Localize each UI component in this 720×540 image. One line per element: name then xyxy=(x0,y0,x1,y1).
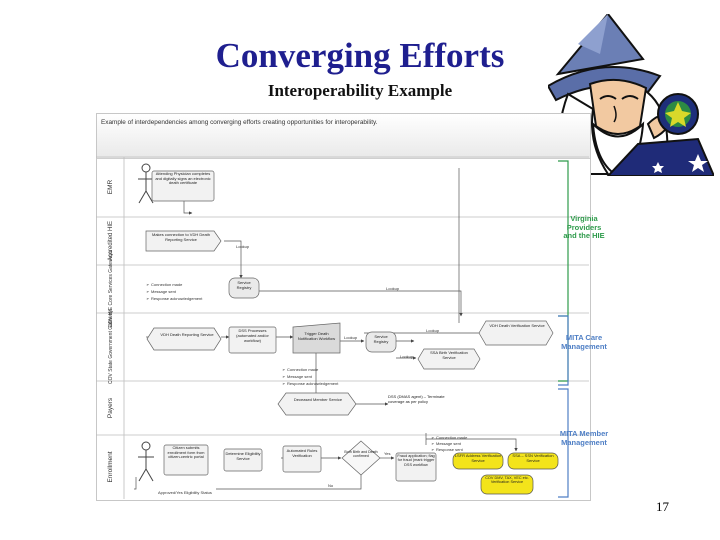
decision-both-confirmed: Both Birth and Death confirmed xyxy=(344,450,378,459)
diagram-heading: Example of interdependencies among conve… xyxy=(101,119,378,126)
fraud-box: Fraud application; flag for fraud (mark … xyxy=(397,454,435,467)
gov-bullet: Connection made xyxy=(287,367,319,372)
lane-label-emr: EMR xyxy=(107,179,114,194)
slide-title: Converging Efforts xyxy=(215,36,505,75)
edge-label-no: No xyxy=(328,483,334,488)
dmv-tax-box: COV DMV, TAX, VEC etc. Verification Serv… xyxy=(485,476,529,485)
edge-label-lookup: Lookup xyxy=(344,335,358,340)
svg-text:➢: ➢ xyxy=(282,381,286,386)
lane-label-payers: Payers xyxy=(107,397,114,418)
svg-text:➢: ➢ xyxy=(146,289,150,294)
edge-label-lookup: Lookup xyxy=(426,328,440,333)
svg-text:➢: ➢ xyxy=(146,282,150,287)
side-label-virginia-providers: Virginia Providers and the HIE xyxy=(563,214,605,240)
service-registry-box: Service Registry xyxy=(373,335,389,344)
svg-text:➢: ➢ xyxy=(146,296,150,301)
svg-text:➢: ➢ xyxy=(431,447,435,452)
physician-box: Attending Physician completes and digita… xyxy=(155,172,211,186)
edge-label-lookup: Lookup xyxy=(236,244,250,249)
core-bullet: Connection made xyxy=(151,282,183,287)
ssa-verification-box: SSA Birth Verification Service xyxy=(430,351,468,360)
trigger-box: Trigger Death Notification Workflow xyxy=(297,332,336,341)
lsfr-address-box: LSFR Address Verification Service xyxy=(454,454,502,463)
enroll-bullet: Response sent xyxy=(436,447,464,452)
vdh-verification-box: VDH Death Verification Service xyxy=(489,323,545,328)
svg-text:➢: ➢ xyxy=(282,374,286,379)
dss-note: DSS (DMAS agent) – Terminate coverage as… xyxy=(388,395,445,404)
lane-label-core: COV HIE Core Services Gateways xyxy=(108,250,114,327)
registry-box: Service Registry xyxy=(236,281,252,290)
gov-bullet: Message sent xyxy=(287,374,313,379)
connection-box: Makes connection to VDH Death Reporting … xyxy=(151,233,211,242)
svg-text:➢: ➢ xyxy=(431,435,435,440)
stick-figure-icon xyxy=(138,163,154,204)
diagram-header: Example of interdependencies among conve… xyxy=(97,114,590,159)
enroll-bullet: Message sent xyxy=(436,441,462,446)
lane-label-hie: Accredited HIE xyxy=(108,221,114,261)
lane-label-gov: COV State Government Gateway xyxy=(108,310,114,384)
edge-label-yes: Yes xyxy=(384,451,391,456)
edge-label-lookup: Lookup xyxy=(386,286,400,291)
slide-subtitle: Interoperability Example xyxy=(267,81,453,100)
edge-label-approved: Approved/Yes Eligibility Status xyxy=(158,490,212,495)
page-number: 17 xyxy=(656,499,669,514)
citizen-box: Citizen submits enrollment form from cit… xyxy=(167,446,205,460)
automated-rules-box: Automated Rules Verification xyxy=(286,449,318,458)
svg-text:➢: ➢ xyxy=(431,441,435,446)
edge-label-lookup: Lookup xyxy=(400,354,414,359)
side-label-mita-member: MITA Member Management xyxy=(559,429,609,447)
ssa-ssn-box: SSA – SSN Verification Service xyxy=(512,454,554,463)
svg-text:➢: ➢ xyxy=(282,367,286,372)
vdh-reporting-box: VDH Death Reporting Service xyxy=(160,332,214,337)
stick-figure-icon xyxy=(138,441,154,482)
eligibility-box: Determine Eligibility Service xyxy=(225,452,261,461)
side-label-mita-care: MITA Care Management xyxy=(561,333,607,351)
dss-processes-box: DSS Processes (automated and/or workflow… xyxy=(236,329,269,343)
gov-bullet: Response acknowledgement xyxy=(287,381,339,386)
interoperability-diagram: EMR Accredited HIE COV HIE Core Services… xyxy=(96,156,589,499)
deceased-member-box: Deceased Member Service xyxy=(293,397,343,402)
lane-label-enrollment: Enrollment xyxy=(107,451,114,482)
core-bullet: Message sent xyxy=(151,289,177,294)
enroll-bullet: Connection made xyxy=(436,435,468,440)
core-bullet: Response acknowledgement xyxy=(151,296,203,301)
